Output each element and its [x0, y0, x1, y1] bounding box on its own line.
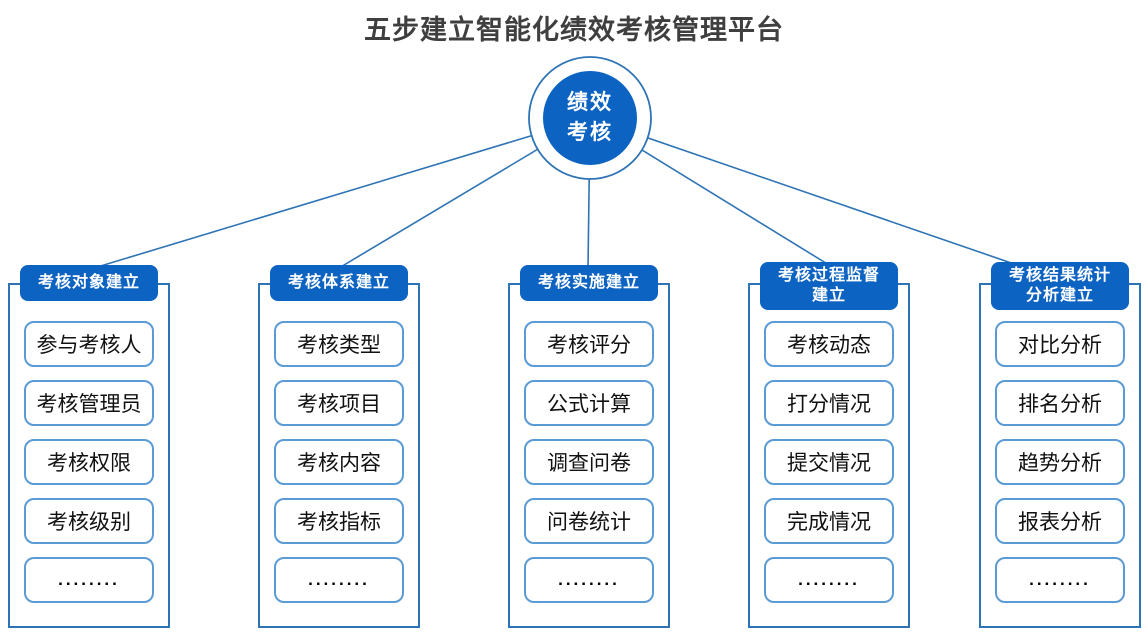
hub-label-line1: 绩效: [567, 91, 613, 114]
column-items: 考核类型 考核项目 考核内容 考核指标 ........: [258, 283, 420, 616]
list-item: 完成情况: [764, 498, 894, 544]
list-item-more: ........: [24, 557, 154, 603]
column-assessment-implementation: 考核实施建立 考核评分 公式计算 调查问卷 问卷统计 ........: [508, 262, 670, 632]
list-item: 考核项目: [274, 380, 404, 426]
list-item: 提交情况: [764, 439, 894, 485]
hub-label-line2: 考核: [567, 121, 613, 144]
column-items: 考核动态 打分情况 提交情况 完成情况 ........: [748, 283, 910, 616]
column-header: 考核对象建立: [20, 265, 158, 301]
list-item: 排名分析: [995, 380, 1125, 426]
list-item-more: ........: [995, 557, 1125, 603]
column-items: 对比分析 排名分析 趋势分析 报表分析 ........: [979, 283, 1141, 616]
list-item: 调查问卷: [524, 439, 654, 485]
connector-line-5: [589, 117, 1021, 267]
list-item: 公式计算: [524, 380, 654, 426]
hub-circle: [543, 71, 637, 165]
list-item-more: ........: [524, 557, 654, 603]
list-item: 打分情况: [764, 380, 894, 426]
page-title: 五步建立智能化绩效考核管理平台: [364, 15, 784, 45]
list-item: 考核级别: [24, 498, 154, 544]
column-header: 考核体系建立: [270, 265, 408, 301]
column-assessment-objects: 考核对象建立 参与考核人 考核管理员 考核权限 考核级别 ........: [8, 262, 170, 632]
connector-line-1: [93, 117, 591, 269]
column-header: 考核结果统计 分析建立: [991, 262, 1129, 310]
list-item-more: ........: [764, 557, 894, 603]
column-result-statistics: 考核结果统计 分析建立 对比分析 排名分析 趋势分析 报表分析 ........: [979, 262, 1141, 632]
list-item: 问卷统计: [524, 498, 654, 544]
hub-label: 绩效 考核: [530, 88, 650, 148]
column-header: 考核过程监督 建立: [760, 262, 898, 310]
list-item: 报表分析: [995, 498, 1125, 544]
list-item: 考核动态: [764, 321, 894, 367]
list-item: 参与考核人: [24, 321, 154, 367]
list-item: 考核内容: [274, 439, 404, 485]
column-process-supervision: 考核过程监督 建立 考核动态 打分情况 提交情况 完成情况 ........: [748, 262, 910, 632]
list-item: 考核类型: [274, 321, 404, 367]
list-item: 对比分析: [995, 321, 1125, 367]
column-items: 考核评分 公式计算 调查问卷 问卷统计 ........: [508, 283, 670, 616]
column-header: 考核实施建立: [520, 265, 658, 301]
column-items: 参与考核人 考核管理员 考核权限 考核级别 ........: [8, 283, 170, 616]
list-item: 考核评分: [524, 321, 654, 367]
list-item: 考核指标: [274, 498, 404, 544]
list-item-more: ........: [274, 557, 404, 603]
list-item: 考核权限: [24, 439, 154, 485]
list-item: 考核管理员: [24, 380, 154, 426]
column-assessment-system: 考核体系建立 考核类型 考核项目 考核内容 考核指标 ........: [258, 262, 420, 632]
list-item: 趋势分析: [995, 439, 1125, 485]
